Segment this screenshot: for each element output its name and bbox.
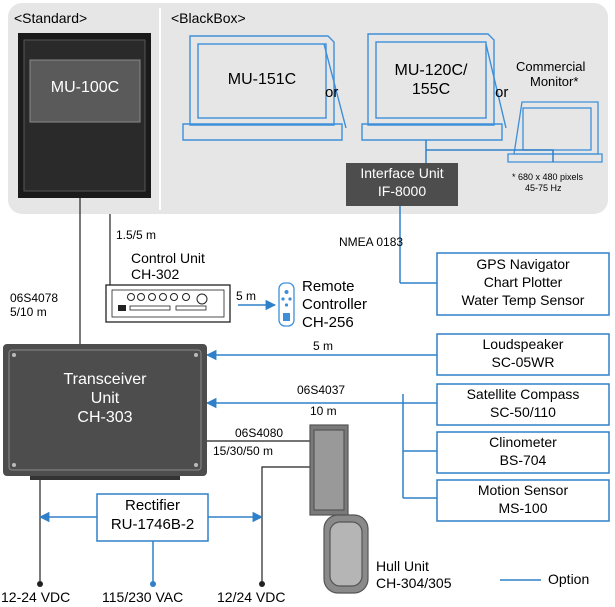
remote-line3: CH-256 <box>302 314 354 331</box>
standard-header: <Standard> <box>14 10 88 26</box>
dc1-terminal <box>37 581 43 587</box>
footnote-line1: * 680 x 480 pixels <box>512 172 584 182</box>
transceiver-unit-box <box>3 344 207 480</box>
mu-120c-label-line1: MU-120C/ <box>394 62 468 79</box>
footnote-line2: 45-75 Hz <box>525 183 562 193</box>
interface-unit-line1: Interface Unit <box>360 165 444 181</box>
compass-box <box>436 383 610 426</box>
compass-line1: Satellite Compass <box>466 386 580 402</box>
main-cable-line1: 06S4078 <box>10 291 59 305</box>
sensor-cable-line1: 06S4037 <box>297 383 346 397</box>
hull-cable-line2: 15/30/50 m <box>213 444 274 458</box>
hull-cable-line1: 06S4080 <box>235 426 284 440</box>
mu-120c-label-line2: 155C <box>411 81 451 98</box>
power-dc1: 12-24 VDC <box>1 589 71 605</box>
motion-box <box>436 479 610 522</box>
mon-to-if-line-2 <box>426 149 554 162</box>
loudspeaker-box <box>436 333 610 376</box>
interface-unit-line2: IF-8000 <box>377 183 427 199</box>
mu-100c-monitor <box>18 33 151 198</box>
sensor-cable-line2: 10 m <box>310 404 337 418</box>
legend-option-label: Option <box>548 571 590 587</box>
speaker-cable-length: 5 m <box>313 339 334 353</box>
hull-unit-line1: Hull Unit <box>376 558 429 574</box>
clinometer-line2: BS-704 <box>499 452 547 468</box>
commercial-monitor <box>507 101 603 163</box>
transceiver-line1: Transceiver <box>63 371 147 388</box>
clinometer-box <box>436 431 610 474</box>
gps-box <box>436 252 610 316</box>
transceiver-line2: Unit <box>90 390 120 407</box>
or-label-1: or <box>325 84 339 101</box>
remote-line1: Remote <box>302 278 355 295</box>
gps-line1: GPS Navigator <box>476 256 570 272</box>
main-cable-line2: 5/10 m <box>10 305 47 319</box>
mu-151c-monitor <box>182 35 347 141</box>
remote-cable-length: 5 m <box>236 289 257 303</box>
mu-151c-label: MU-151C <box>227 71 297 88</box>
clinometer-line1: Clinometer <box>489 434 557 450</box>
rectifier-line2: RU-1746B-2 <box>110 516 195 533</box>
dc2-terminal <box>259 581 265 587</box>
transceiver-line3: CH-303 <box>77 409 133 426</box>
mu-100c-label: MU-100C <box>50 79 120 96</box>
hull-cable-bottom <box>261 466 310 584</box>
power-ac: 115/230 VAC <box>102 589 184 605</box>
display-panel <box>8 3 608 214</box>
remote-controller-device <box>278 282 295 327</box>
interface-unit-box <box>346 163 458 206</box>
or-label-2: or <box>495 84 509 101</box>
loudspeaker-line1: Loudspeaker <box>482 336 564 352</box>
ac-terminal <box>150 581 156 587</box>
hull-unit-device <box>309 424 369 594</box>
control-cable-length: 1.5/5 m <box>116 228 157 242</box>
motion-line2: MS-100 <box>498 500 548 516</box>
gps-line2: Chart Plotter <box>483 274 563 290</box>
nmea-label: NMEA 0183 <box>339 235 404 249</box>
hull-unit-line2: CH-304/305 <box>376 575 452 591</box>
commercial-monitor-line2: Monitor* <box>530 74 579 89</box>
control-unit-device <box>105 284 231 323</box>
gps-line3: Water Temp Sensor <box>461 292 585 308</box>
power-dc2: 12/24 VDC <box>217 589 286 605</box>
loudspeaker-line2: SC-05WR <box>491 354 555 370</box>
blackbox-header: <BlackBox> <box>171 10 246 26</box>
motion-line1: Motion Sensor <box>477 482 569 498</box>
rectifier-line1: Rectifier <box>124 497 180 514</box>
control-unit-line2: CH-302 <box>131 266 180 282</box>
rectifier-box <box>96 493 209 542</box>
remote-line2: Controller <box>302 296 368 313</box>
control-unit-line1: Control Unit <box>131 250 205 266</box>
compass-line2: SC-50/110 <box>490 404 556 420</box>
commercial-monitor-line1: Commercial <box>516 59 586 74</box>
mu-120c-155c-monitor <box>361 33 507 141</box>
